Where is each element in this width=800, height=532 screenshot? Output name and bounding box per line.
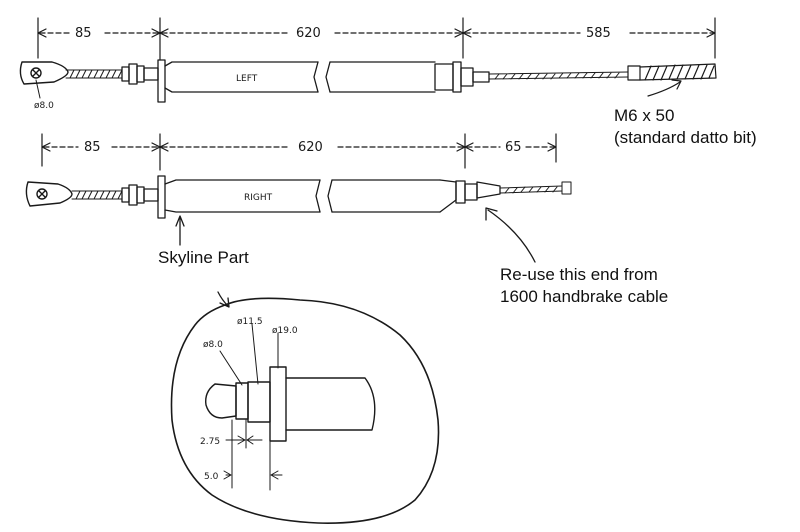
- top-cable: 85 620 585 ø8.0: [19, 17, 717, 111]
- bolt-callout-arrow: [647, 79, 682, 97]
- reuse-callout-arrow: [485, 207, 536, 263]
- detail-dia-19: ø19.0: [272, 326, 298, 336]
- top-dim-85: 85: [75, 26, 92, 41]
- top-cable-label: LEFT: [236, 74, 258, 84]
- bottom-dim-620: 620: [298, 140, 323, 155]
- skyline-part-label: Skyline Part: [158, 248, 249, 267]
- bolt-note-line1: M6 x 50: [614, 106, 674, 125]
- top-eye-terminal: [19, 61, 69, 85]
- detail-view: ø8.0 ø11.5 ø19.0 2.75 5.0: [170, 291, 440, 524]
- bottom-adjuster: [121, 175, 166, 219]
- detail-bubble-outline: [170, 297, 440, 524]
- reuse-note-line1: Re-use this end from: [500, 265, 658, 284]
- top-threaded-end: [627, 63, 717, 81]
- detail-fitting: [205, 366, 376, 442]
- bottom-dim-65: 65: [505, 140, 522, 155]
- bottom-cable: 85 620 65: [25, 133, 572, 263]
- top-eye-diameter: ø8.0: [34, 101, 54, 111]
- detail-dia-11-5: ø11.5: [237, 317, 263, 327]
- top-dim-620: 620: [296, 26, 321, 41]
- bottom-braided-wire: [71, 190, 123, 200]
- detail-dia-8: ø8.0: [203, 340, 223, 350]
- bottom-reused-end: [499, 181, 572, 195]
- top-braided-wire: [65, 69, 123, 79]
- skyline-callout-arrow: [175, 215, 185, 246]
- top-inner-wire: [488, 71, 629, 80]
- top-dim-585: 585: [586, 26, 611, 41]
- detail-width-5: 5.0: [204, 472, 219, 482]
- bottom-eye-terminal: [25, 181, 73, 207]
- detail-pointer-arrow: [217, 291, 229, 307]
- top-adjuster: [121, 59, 166, 103]
- reuse-note-line2: 1600 handbrake cable: [500, 287, 668, 306]
- top-eye-leader: [35, 79, 41, 99]
- bottom-end-ferrule: [455, 180, 501, 204]
- top-end-ferrule: [434, 61, 490, 93]
- detail-pointer-head: [219, 297, 230, 308]
- detail-leaders: [219, 323, 283, 491]
- top-dimension-line: [37, 17, 716, 61]
- bottom-cable-label: RIGHT: [244, 193, 273, 203]
- top-conduit: [164, 61, 436, 93]
- bolt-note-line2: (standard datto bit): [614, 128, 757, 147]
- detail-width-2-75: 2.75: [200, 437, 220, 447]
- bottom-dimension-line: [41, 133, 557, 171]
- bottom-conduit: [164, 179, 457, 213]
- bottom-dim-85: 85: [84, 140, 101, 155]
